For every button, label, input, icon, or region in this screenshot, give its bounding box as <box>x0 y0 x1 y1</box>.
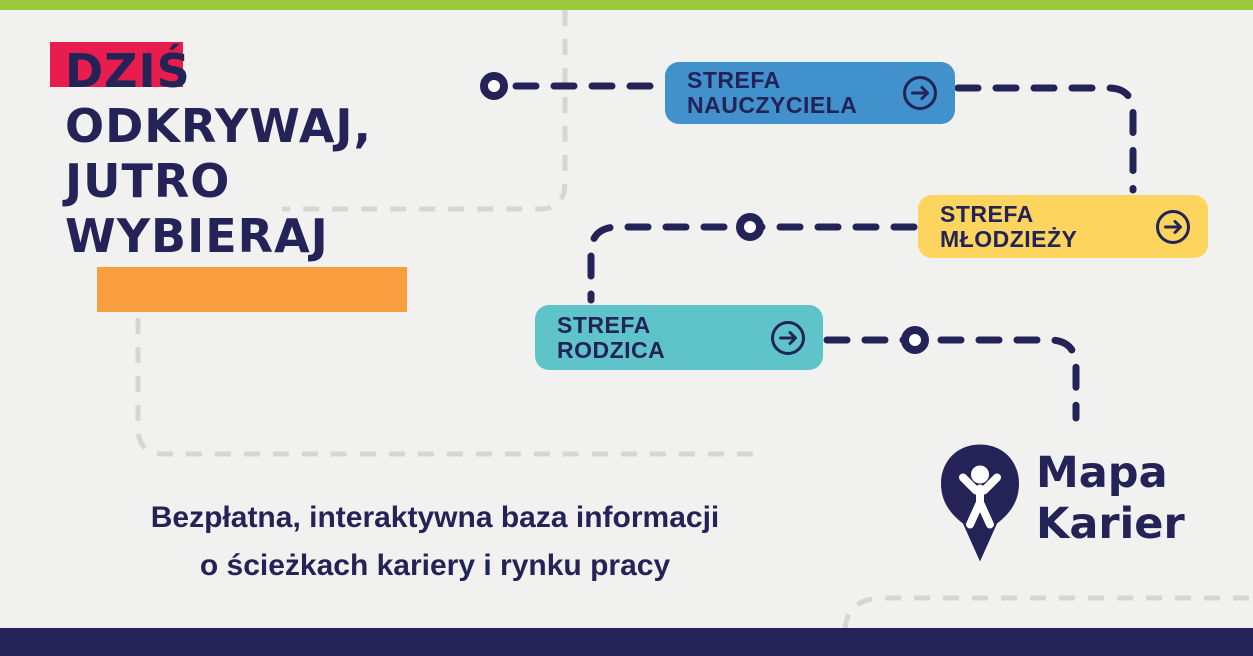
headline-line: DZIŚ <box>65 44 191 98</box>
headline-highlight-red <box>50 42 183 87</box>
headline-line: WYBIERAJ <box>65 209 329 263</box>
route-node <box>736 213 764 241</box>
tagline: Bezpłatna, interaktywna baza informacji … <box>85 494 785 590</box>
top-accent-bar <box>0 0 1253 10</box>
route-node <box>901 326 929 354</box>
zone-label-line: MŁODZIEŻY <box>940 225 1078 252</box>
strefa-mlodziezy-button[interactable]: STREFA MŁODZIEŻY <box>918 195 1208 258</box>
zone-label-line: STREFA <box>557 311 651 338</box>
headline-highlight-orange <box>97 267 407 312</box>
strefa-mlodziezy-label: STREFA MŁODZIEŻY <box>940 200 1078 252</box>
strefa-nauczyciela-button[interactable]: STREFA NAUCZYCIELA <box>665 62 955 124</box>
logo-word-line: Karier <box>1036 499 1185 549</box>
zone-label-line: NAUCZYCIELA <box>687 92 858 118</box>
arrow-circle-icon <box>903 76 937 110</box>
navy-route-parent-to-logo <box>823 336 1080 422</box>
navy-route-teacher-to-youth <box>954 84 1137 194</box>
zone-label-line: STREFA <box>940 200 1034 227</box>
logo-wordmark: Mapa Karier <box>1036 448 1185 550</box>
headline-title: DZIŚ ODKRYWAJ, JUTRO WYBIERAJ <box>65 44 372 264</box>
tagline-line: Bezpłatna, interaktywna baza informacji <box>150 501 720 534</box>
map-pin-logo-icon <box>941 444 1019 562</box>
arrow-circle-icon <box>1156 209 1190 244</box>
headline-line: JUTRO <box>65 154 231 208</box>
bottom-navy-bar <box>0 628 1253 656</box>
logo-word-line: Mapa <box>1036 448 1168 498</box>
headline-line: ODKRYWAJ, <box>65 99 373 153</box>
zone-label-line: RODZICA <box>557 336 666 363</box>
tagline-line: o ścieżkach kariery i rynku pracy <box>199 549 671 582</box>
navy-route-youth-to-parent <box>587 223 918 304</box>
gray-route-bottom-right <box>842 595 1253 631</box>
strefa-rodzica-button[interactable]: STREFA RODZICA <box>535 305 823 370</box>
zone-label-line: STREFA <box>687 67 781 93</box>
arrow-circle-icon <box>771 320 805 355</box>
strefa-nauczyciela-label: STREFA NAUCZYCIELA <box>687 68 857 118</box>
strefa-rodzica-label: STREFA RODZICA <box>557 311 666 363</box>
mapa-karier-logo: Mapa Karier <box>936 442 1185 565</box>
route-node <box>480 72 508 100</box>
